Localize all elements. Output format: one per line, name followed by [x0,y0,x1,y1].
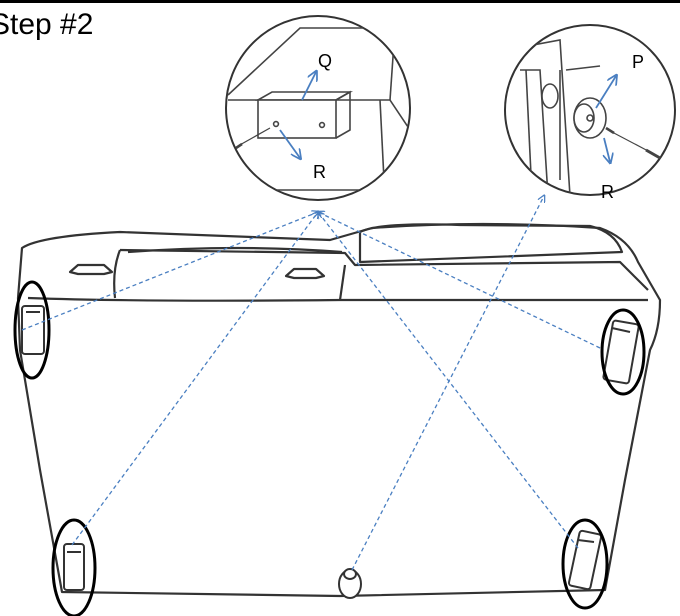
feet [21,305,640,599]
foot-front-right [602,319,640,385]
sofa-panel-edge [27,296,648,302]
label-r-right: R [601,182,614,202]
leader-2 [71,212,318,546]
arrow-r-left [279,129,300,158]
foot-front-left [21,305,45,355]
sofa-panel-top [119,248,649,291]
rear-ridge [127,246,343,254]
foot-back-right [567,529,603,591]
leader-5 [351,196,544,571]
sofa-base [16,222,662,598]
label-p: P [632,52,644,72]
marker-back-right [561,518,609,610]
label-r-left: R [313,162,326,182]
arrow-p [595,76,616,109]
arrow-q [301,72,316,101]
center-foot [338,568,362,599]
leader-4 [318,212,579,549]
leader-1 [21,212,318,331]
marker-back-left [51,518,97,616]
sofa-chaise [358,223,624,264]
marker-front-left [13,280,51,380]
callout-left: Q R [225,15,411,201]
left-handle [68,263,114,276]
step-title: Step #2 [0,8,94,41]
leader-3 [318,212,601,349]
top-rule [0,0,680,3]
sofa-panel-left [113,249,122,299]
marker-front-right [600,308,646,396]
leader-lines [21,196,601,571]
label-q: Q [318,51,332,71]
arrow-r-right [604,137,610,162]
callout-right: P R [504,24,676,202]
foot-back-left [63,543,85,591]
center-handle [284,267,326,280]
foot-markers [13,280,646,616]
sofa-chaise-line [338,264,347,301]
